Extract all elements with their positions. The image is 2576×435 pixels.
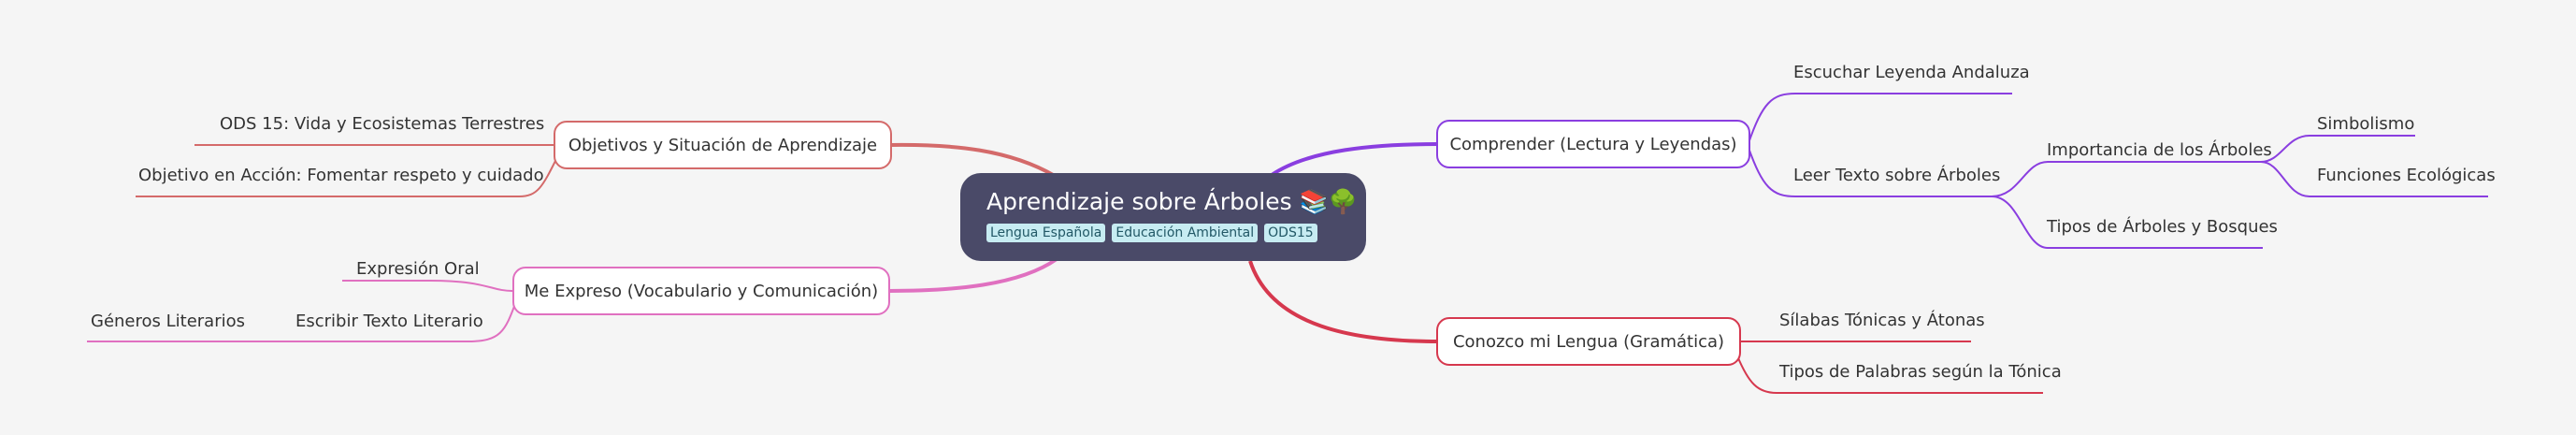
leaf-funciones[interactable]: Funciones Ecológicas bbox=[2317, 166, 2496, 185]
connector-expreso bbox=[887, 257, 1058, 293]
connector-escuchar bbox=[1748, 93, 2012, 144]
connector-conozco bbox=[1248, 260, 1439, 343]
branch-objetivos[interactable]: Objetivos y Situación de Aprendizaje bbox=[554, 121, 892, 169]
connector-simbolismo bbox=[2260, 135, 2415, 163]
leaf-expresion-oral[interactable]: Expresión Oral bbox=[356, 259, 480, 279]
connector-objetivos bbox=[889, 142, 1057, 178]
branch-conozco[interactable]: Conozco mi Lengua (Gramática) bbox=[1436, 317, 1741, 366]
tag-ods15: ODS15 bbox=[1264, 224, 1317, 242]
leaf-tipos-palabras[interactable]: Tipos de Palabras según la Tónica bbox=[1779, 362, 2062, 382]
connector-tipos-palabras bbox=[1735, 353, 2043, 394]
connector-comprender bbox=[1270, 142, 1439, 177]
leaf-escuchar-leyenda[interactable]: Escuchar Leyenda Andaluza bbox=[1793, 63, 2030, 82]
connector-objetivo-accion bbox=[136, 156, 558, 197]
connector-expresion-oral bbox=[342, 280, 513, 292]
leaf-simbolismo[interactable]: Simbolismo bbox=[2317, 114, 2415, 134]
connector-leer bbox=[1748, 147, 1992, 197]
branch-expreso[interactable]: Me Expreso (Vocabulario y Comunicación) bbox=[512, 267, 890, 315]
branch-comprender[interactable]: Comprender (Lectura y Leyendas) bbox=[1436, 120, 1750, 168]
leaf-silabas[interactable]: Sílabas Tónicas y Átonas bbox=[1779, 311, 1985, 330]
connector-importancia bbox=[1991, 161, 2261, 197]
leaf-generos-literarios[interactable]: Géneros Literarios bbox=[91, 312, 246, 331]
leaf-escribir-texto[interactable]: Escribir Texto Literario bbox=[295, 312, 483, 331]
root-node[interactable]: Aprendizaje sobre Árboles 📚🌳 Lengua Espa… bbox=[960, 173, 1366, 261]
leaf-leer-texto[interactable]: Leer Texto sobre Árboles bbox=[1793, 166, 2001, 185]
leaf-tipos-arboles[interactable]: Tipos de Árboles y Bosques bbox=[2047, 217, 2278, 237]
leaf-importancia[interactable]: Importancia de los Árboles bbox=[2047, 140, 2272, 160]
root-title: Aprendizaje sobre Árboles 📚🌳 bbox=[986, 188, 1358, 215]
root-tags: Lengua Española Educación Ambiental ODS1… bbox=[986, 224, 1340, 242]
tag-educacion: Educación Ambiental bbox=[1112, 224, 1259, 242]
leaf-ods15[interactable]: ODS 15: Vida y Ecosistemas Terrestres bbox=[220, 114, 545, 134]
leaf-objetivo-accion[interactable]: Objetivo en Acción: Fomentar respeto y c… bbox=[138, 166, 544, 185]
connector-tipos-arboles bbox=[1991, 196, 2263, 249]
connector-escribir-texto bbox=[279, 300, 517, 342]
connector-funciones bbox=[2260, 161, 2488, 197]
tag-lengua: Lengua Española bbox=[986, 224, 1106, 242]
